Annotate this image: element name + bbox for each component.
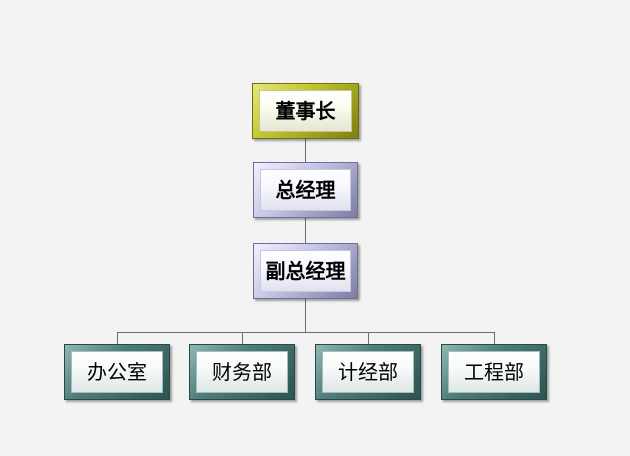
connector-planning	[368, 332, 369, 344]
general-manager-label: 总经理	[275, 178, 336, 202]
chairman-box: 董事长	[252, 83, 359, 139]
connector-finance	[242, 332, 243, 344]
engineering-label: 工程部	[464, 360, 524, 384]
general-manager-box: 总经理	[253, 162, 358, 218]
connector-deputy-to-departments	[305, 299, 306, 332]
connector-engineering	[494, 332, 495, 344]
deputy-general-manager-box: 副总经理	[253, 243, 358, 299]
planning-label: 计经部	[338, 360, 398, 384]
office-label: 办公室	[87, 360, 147, 384]
departments-horizontal-connector	[117, 332, 495, 333]
connector-chairman-to-general-manager	[305, 138, 306, 163]
chairman-label: 董事长	[275, 99, 336, 123]
deputy-general-manager-label: 副总经理	[265, 259, 346, 283]
finance-box: 财务部	[189, 344, 295, 400]
connector-office	[117, 332, 118, 344]
engineering-box: 工程部	[441, 344, 547, 400]
connector-general-manager-to-deputy	[305, 218, 306, 244]
finance-label: 财务部	[212, 360, 272, 384]
planning-box: 计经部	[315, 344, 421, 400]
office-box: 办公室	[64, 344, 170, 400]
